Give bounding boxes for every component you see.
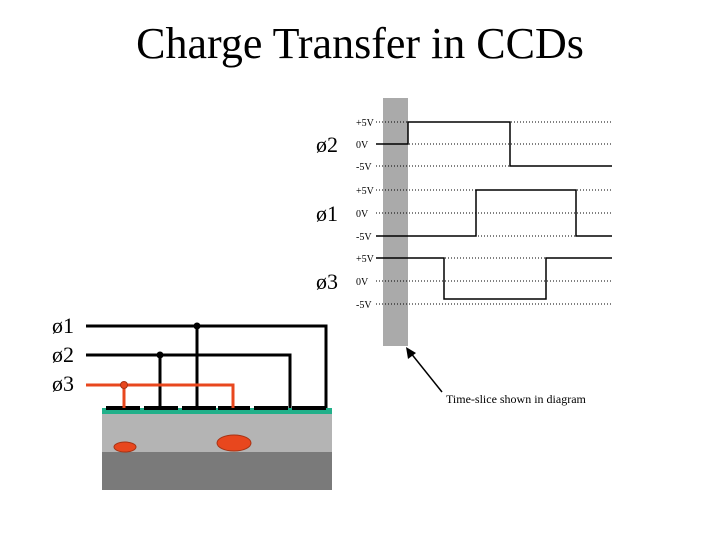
bus-phi1-junction (193, 322, 201, 330)
silicon-substrate (102, 452, 332, 490)
bus-label-phi2: ø2 (52, 342, 74, 367)
bus-label-phi1: ø1 (52, 313, 74, 338)
charge-packet-large (216, 434, 252, 452)
oxide-layer (102, 408, 332, 414)
charge-packet-small (113, 441, 137, 453)
waveform-phi1-low-label: -5V (356, 232, 372, 243)
waveform-phi2: ø2 +5V 0V -5V (316, 118, 612, 173)
waveform-phi3-zero-label: 0V (356, 277, 369, 288)
waveform-phi2-label: ø2 (316, 132, 338, 157)
bus-phi2-junction (156, 351, 164, 359)
electrode (254, 406, 288, 410)
electrode-row (106, 406, 326, 410)
waveform-phi3-high-label: +5V (356, 254, 375, 265)
waveform-phi1-signal (376, 189, 612, 237)
waveform-phi1: ø1 +5V 0V -5V (316, 186, 612, 243)
bus-phi3-junction (120, 381, 128, 389)
waveform-phi2-zero-label: 0V (356, 140, 369, 151)
time-slice-annotation: Time-slice shown in diagram (406, 347, 587, 406)
waveform-phi3-low-label: -5V (356, 300, 372, 311)
waveform-phi1-high-label: +5V (356, 186, 375, 197)
electrode (182, 406, 216, 410)
silicon-upper (102, 412, 332, 452)
waveform-phi3: ø3 +5V 0V -5V (316, 254, 612, 311)
bus-label-phi3: ø3 (52, 371, 74, 396)
waveform-phi2-high-label: +5V (356, 118, 375, 129)
waveform-phi1-label: ø1 (316, 201, 338, 226)
electrode (292, 406, 326, 410)
bus-phi3-line (86, 383, 235, 408)
clock-bus: ø1 ø2 ø3 (52, 313, 328, 408)
annotation-text: Time-slice shown in diagram (446, 392, 587, 406)
ccd-cross-section (102, 406, 332, 490)
waveform-phi2-low-label: -5V (356, 162, 372, 173)
waveform-phi1-zero-label: 0V (356, 209, 369, 220)
time-slice-bar (383, 98, 408, 346)
waveform-phi3-label: ø3 (316, 269, 338, 294)
bus-phi1-line (86, 324, 328, 408)
waveform-phi3-signal (376, 257, 612, 300)
slide-title: Charge Transfer in CCDs (136, 19, 584, 68)
annotation-arrow-head (406, 347, 416, 359)
bus-phi2-line (86, 353, 292, 408)
annotation-arrow-line (409, 351, 443, 393)
waveform-phi2-signal (376, 121, 612, 167)
